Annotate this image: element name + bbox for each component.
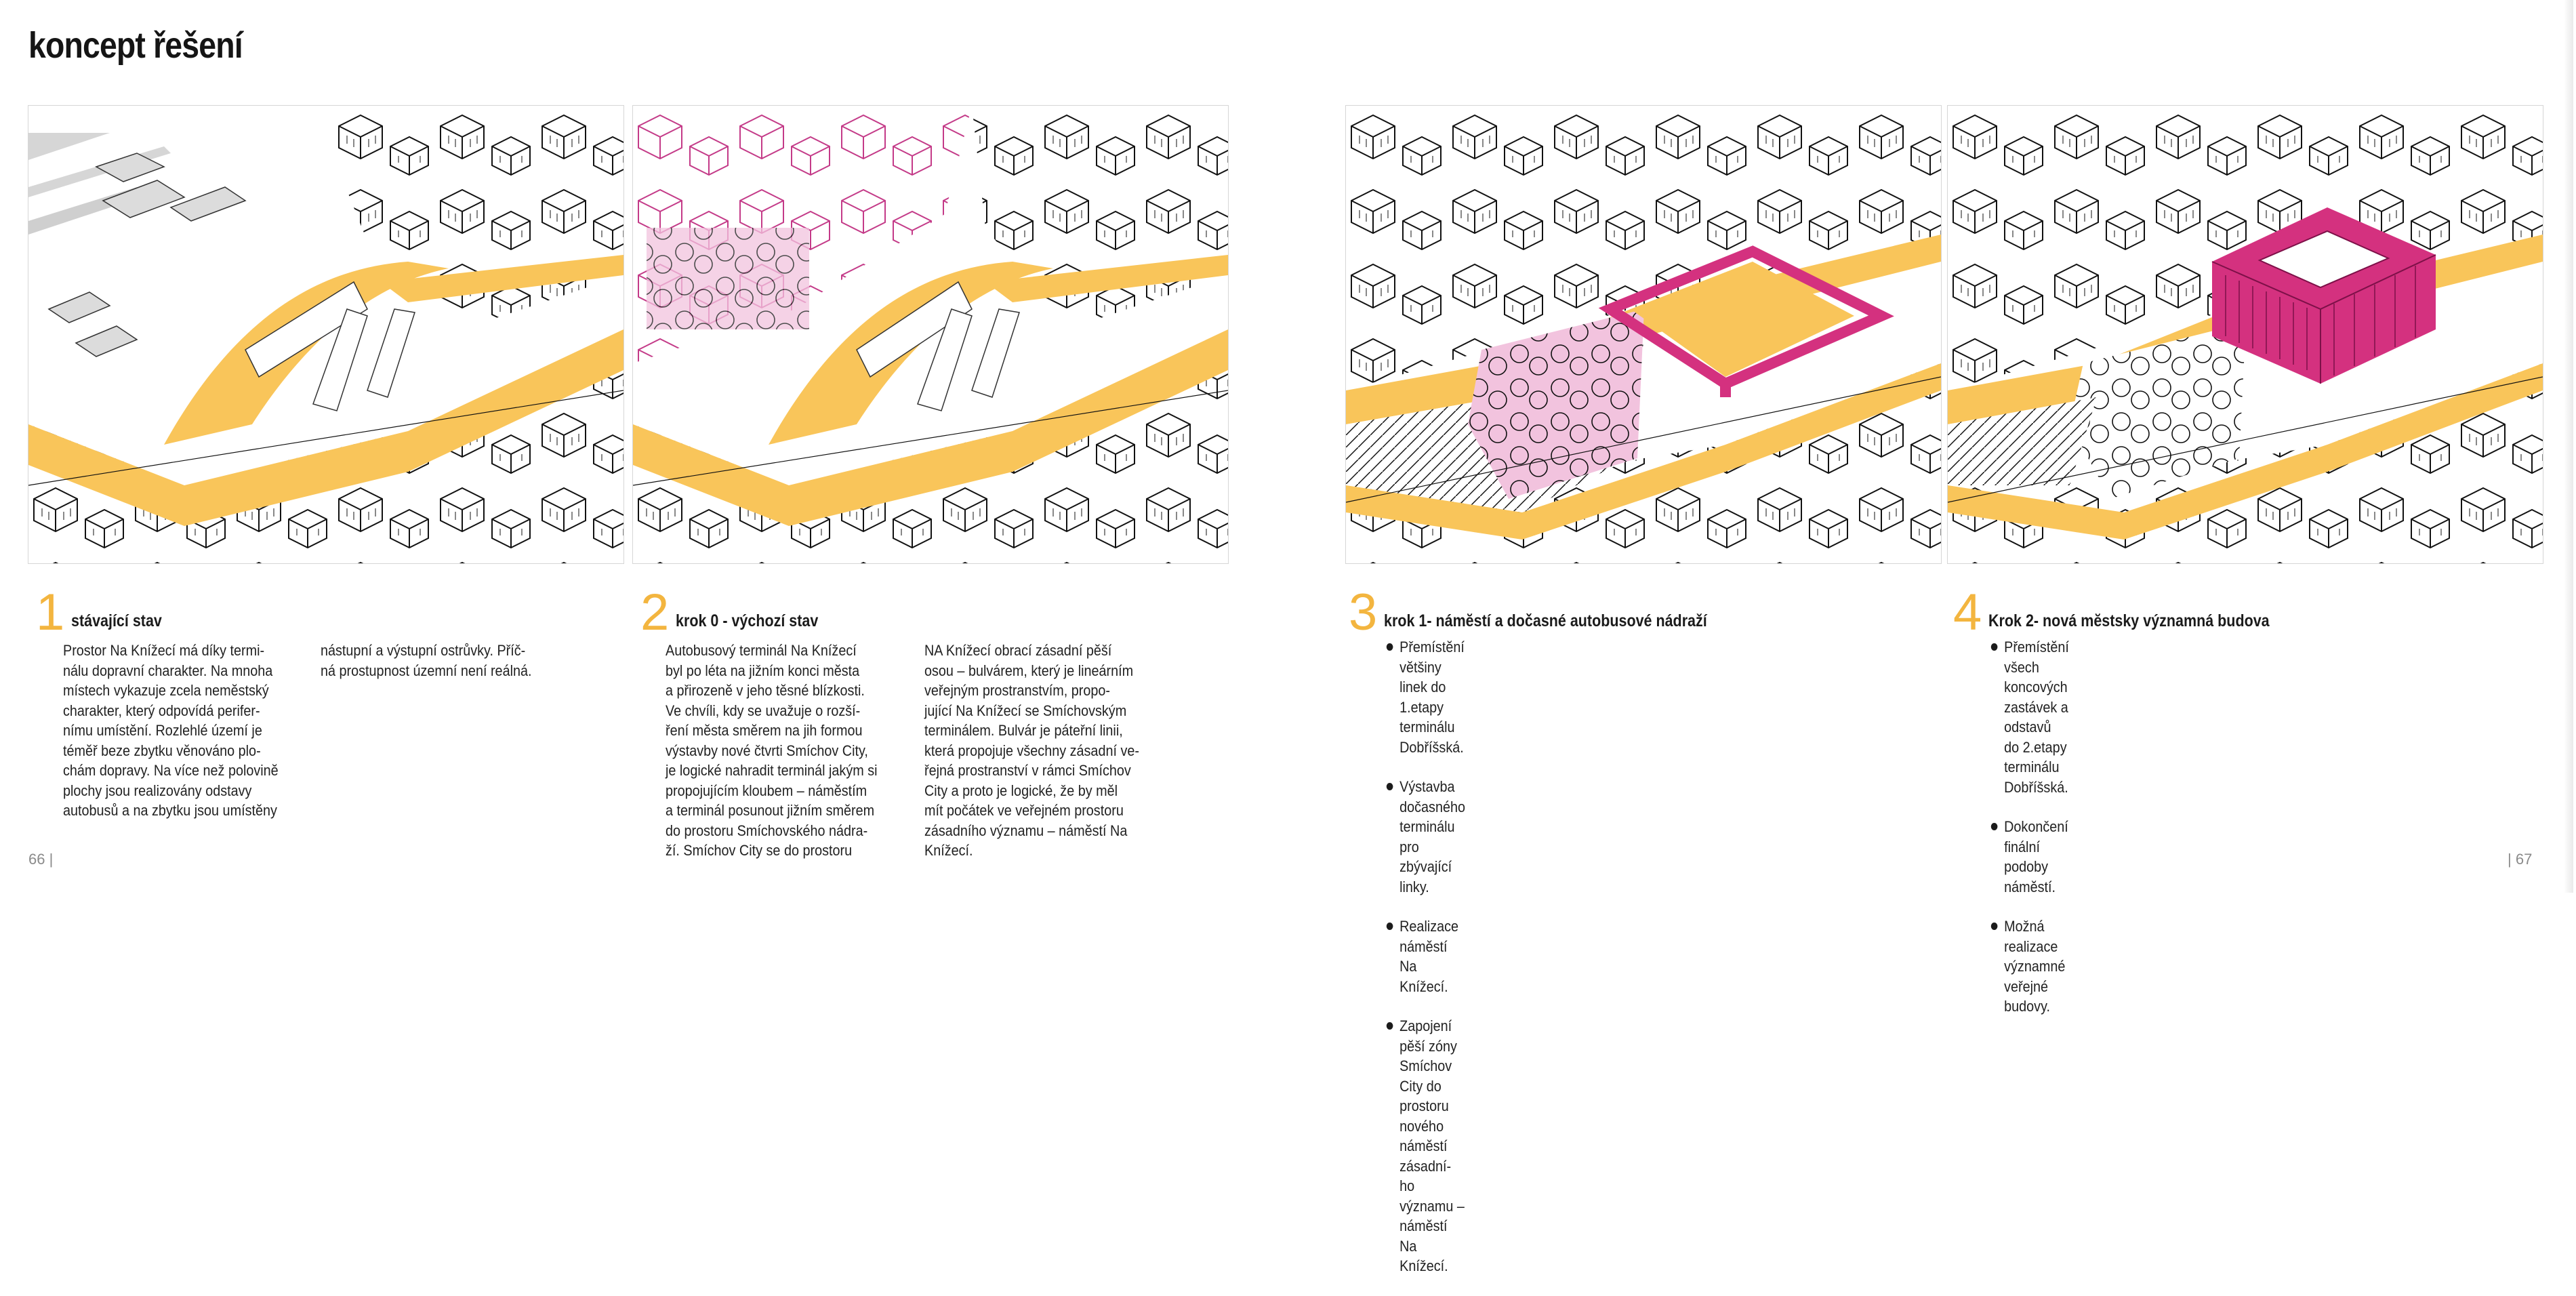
section-number: 2 [640, 584, 670, 641]
bullet-list: Přemístĕní všech koncových zastávek a od… [1990, 637, 2080, 1036]
illustration-baseline-state [632, 105, 1229, 564]
section-text-column-2: nástupní a výstupní ostrůvky. Příč- ná p… [321, 642, 532, 679]
bullet-item: Zapojení pĕší zóny Smíchov City do prost… [1385, 1016, 1465, 1276]
section-number: 4 [1953, 584, 1982, 641]
section-text-column-1: Autobusový terminál Na Knížecí byl po lé… [666, 642, 878, 859]
bullet-item: Přemístĕní vĕtšiny linek do 1.etapy term… [1385, 637, 1465, 757]
page-title: koncept řešení [28, 25, 243, 66]
bullet-item: Přemístĕní všech koncových zastávek a od… [1990, 637, 2069, 797]
section-text-column-2: NA Knížecí obrací zásadní pĕší osou – bu… [924, 642, 1139, 859]
section-heading: krok 1- námĕstí a dočasné autobusové nád… [1384, 611, 1707, 630]
bullet-item: Možná realizace významné veřejné budovy. [1990, 916, 2069, 1017]
section-number: 1 [36, 584, 65, 641]
page-number-left: 66 | [28, 851, 54, 868]
illustration-existing-state [28, 105, 624, 564]
illustration-new-building [1947, 105, 2543, 564]
bullet-item: Dokončení finální podoby námĕstí. [1990, 817, 2069, 897]
page-edge-shadow [2564, 0, 2573, 893]
page-number-right: | 67 [2508, 851, 2533, 868]
section-heading: krok 0 - výchozí stav [676, 611, 819, 630]
bullet-item: Realizace námĕstí Na Knížecí. [1385, 916, 1465, 996]
section-number: 3 [1349, 584, 1378, 641]
section-text-column-1: Prostor Na Knížecí má díky termi- nálu d… [63, 642, 279, 819]
bullet-item: Výstavba dočasného terminálu pro zbývají… [1385, 777, 1465, 897]
section-heading: stávající stav [71, 611, 162, 630]
bullet-list: Přemístĕní vĕtšiny linek do 1.etapy term… [1385, 637, 1476, 1296]
illustration-square-temporary-terminal [1345, 105, 1942, 564]
section-heading: Krok 2- nová mĕstsky významná budova [1988, 611, 2270, 630]
